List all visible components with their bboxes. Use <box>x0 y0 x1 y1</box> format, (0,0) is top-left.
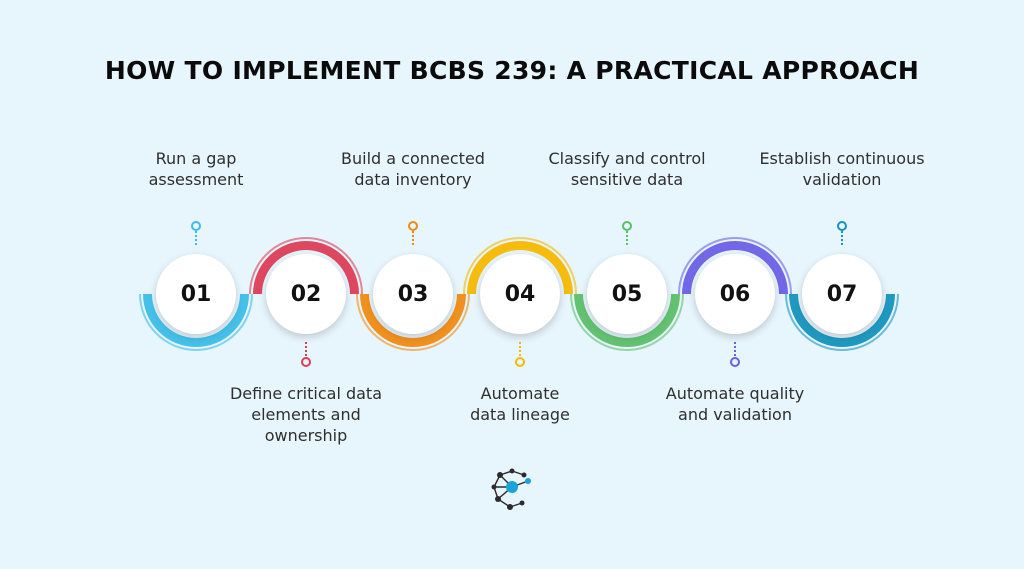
step-label: Define critical data elements and ownershi… <box>211 383 401 446</box>
step-label-line: data inventory <box>354 170 472 189</box>
step-arc <box>463 237 577 295</box>
company-logo <box>491 468 531 510</box>
step-label: Automate quality and validation <box>640 383 830 425</box>
step-label: Establish continuous validation <box>747 148 937 190</box>
step-arc <box>785 293 899 351</box>
step-label-line: Automate <box>480 384 560 403</box>
step-label: Automate data lineage <box>425 383 615 425</box>
step-label-line: Establish continuous <box>759 149 925 168</box>
step-number: 02 <box>266 254 346 334</box>
page-title: HOW TO IMPLEMENT BCBS 239: A PRACTICAL A… <box>104 56 920 85</box>
step-label-line: Define critical data <box>229 384 383 403</box>
step-label: Run a gap assessment <box>101 148 291 190</box>
step-label-line: assessment <box>148 170 244 189</box>
step-arc <box>249 237 363 295</box>
step-label: Build a connected data inventory <box>318 148 508 190</box>
step-label-line: Run a gap <box>155 149 237 168</box>
step-label: Classify and control sensitive data <box>532 148 722 190</box>
step-arc <box>139 293 253 351</box>
step-number: 03 <box>373 254 453 334</box>
step-number: 01 <box>156 254 236 334</box>
step-label-line: Classify and control <box>548 149 706 168</box>
step-number: 04 <box>480 254 560 334</box>
step-label-line: and validation <box>678 405 792 424</box>
step-arc <box>570 293 684 351</box>
step-label-line: Automate quality <box>665 384 805 403</box>
step-label-line: elements and <box>251 405 361 424</box>
step-label-line: data lineage <box>470 405 570 424</box>
step-label-line: sensitive data <box>570 170 684 189</box>
step-number: 05 <box>587 254 667 334</box>
step-number: 06 <box>695 254 775 334</box>
step-arc <box>678 237 792 295</box>
step-number: 07 <box>802 254 882 334</box>
step-label-line: validation <box>802 170 882 189</box>
step-label-line: Build a connected <box>341 149 485 168</box>
step-arc <box>356 293 470 351</box>
step-label-line: ownership <box>264 426 348 445</box>
